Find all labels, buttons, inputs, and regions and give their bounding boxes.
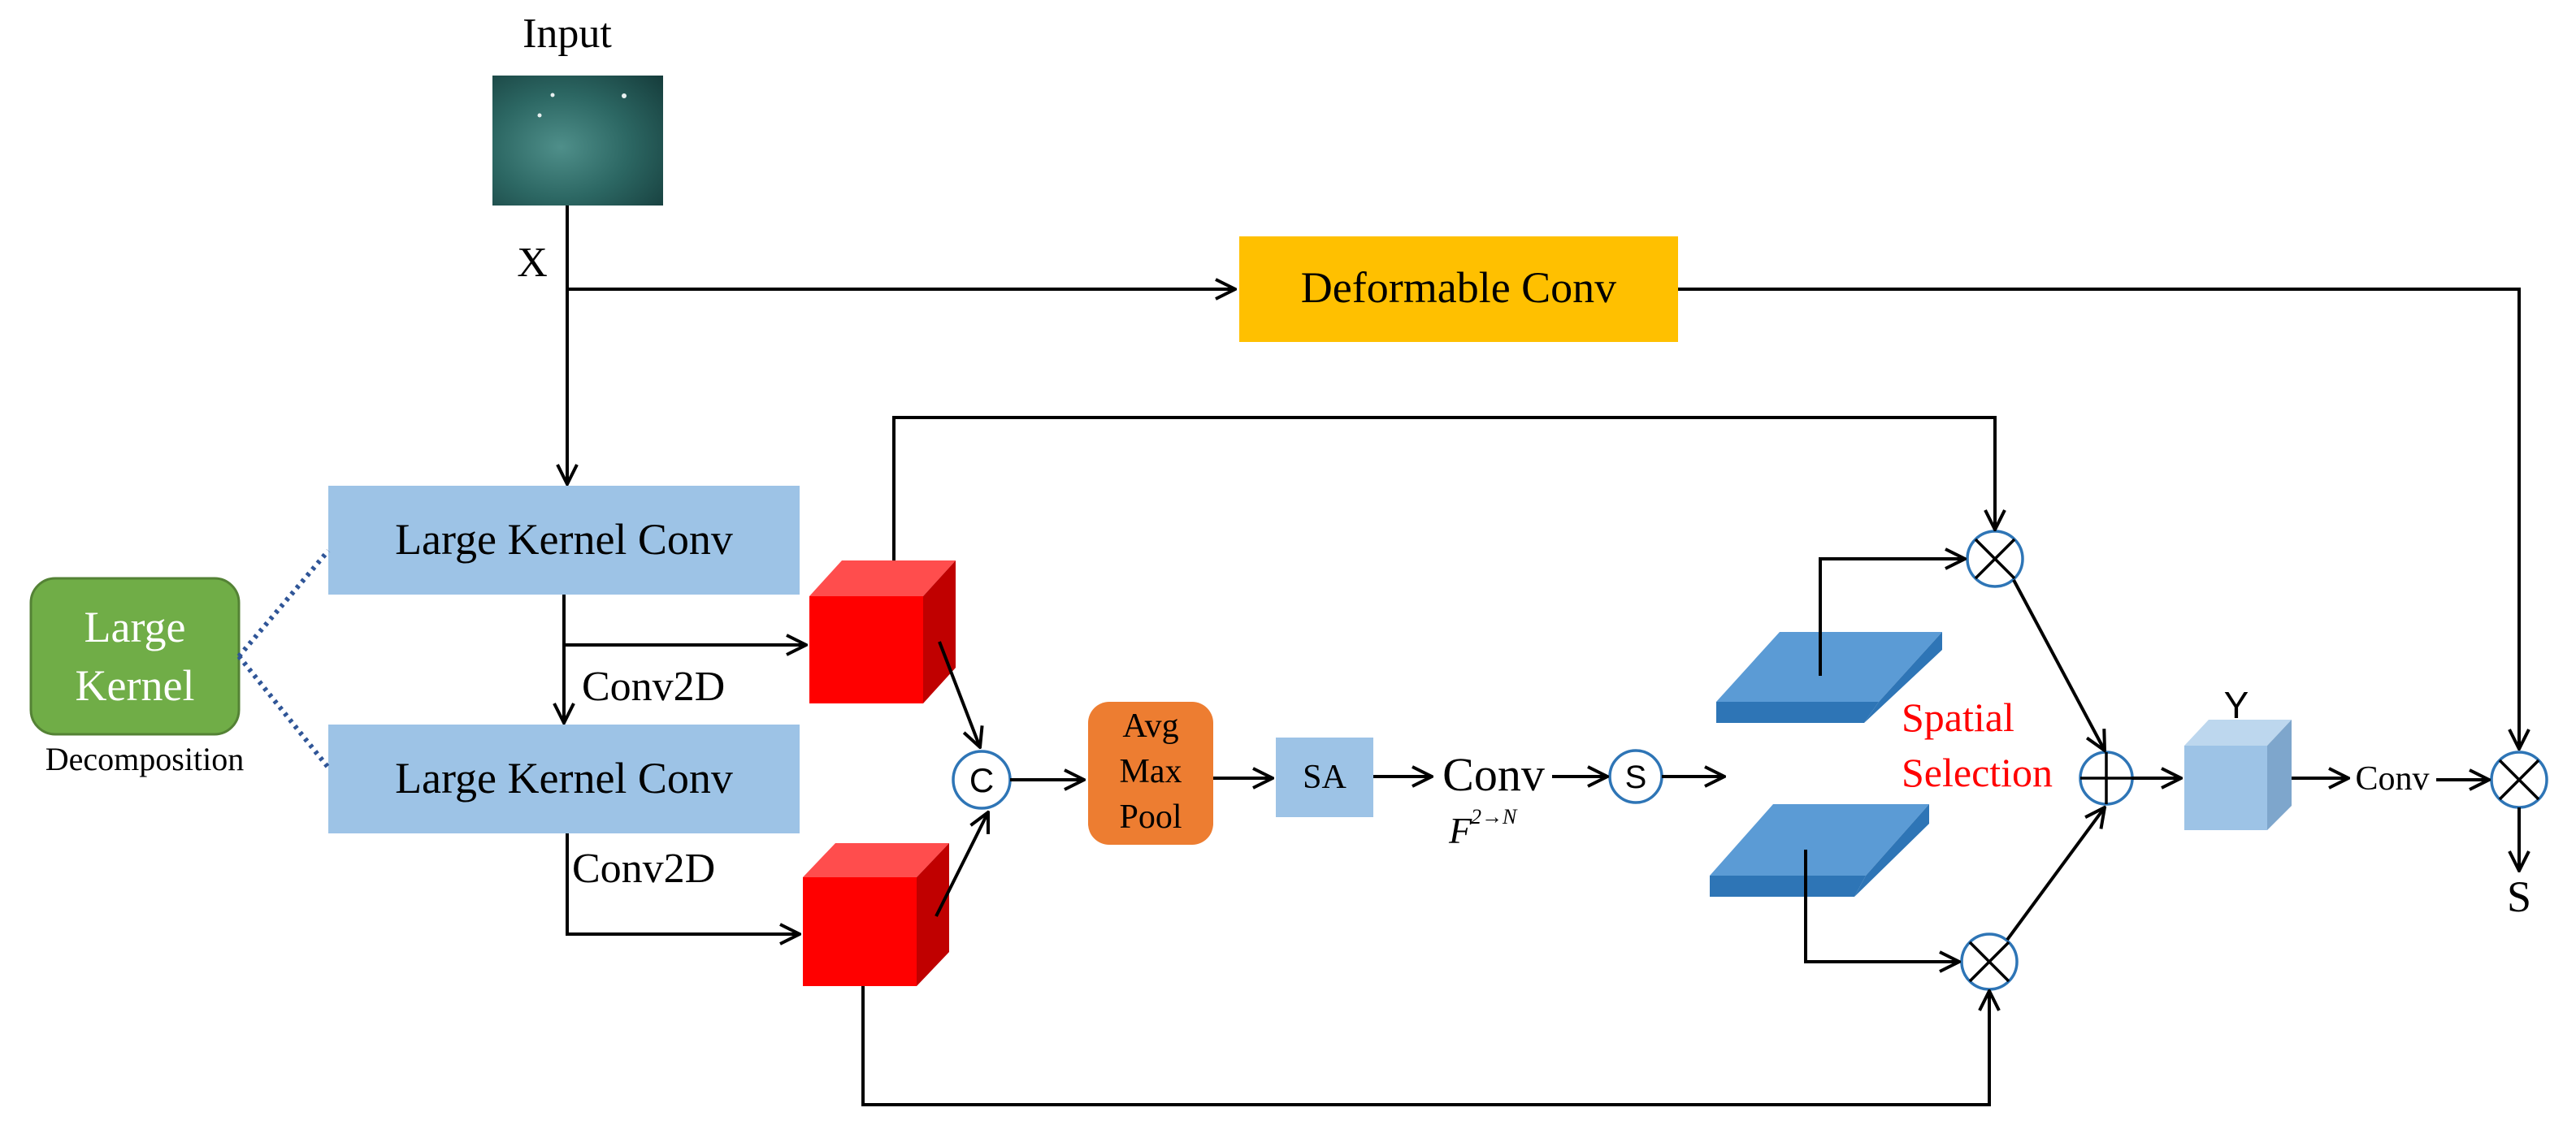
conv2d-label-1: Conv2D: [582, 664, 725, 710]
input-label: Input: [523, 11, 612, 57]
dotted-connectors: [236, 549, 331, 769]
pool-line3: Pool: [1119, 798, 1182, 836]
large-kernel-conv-label-2: Large Kernel Conv: [395, 754, 733, 803]
pool-line1: Avg: [1122, 707, 1178, 745]
pool-box: [1088, 702, 1213, 845]
conv-main-label: Conv: [1442, 748, 1545, 801]
plate-top: [1716, 632, 1942, 723]
red-cube-top: [809, 560, 956, 703]
plate-bottom: [1710, 804, 1929, 897]
add-icon: [2079, 751, 2134, 806]
large-kernel-conv-box-1: [328, 486, 800, 595]
multiply-top-icon: [1966, 530, 2024, 588]
large-kernel-line2: Kernel: [76, 661, 195, 710]
decomposition-label: Decomposition: [46, 741, 244, 777]
input-image: [492, 76, 663, 206]
sa-box: [1276, 738, 1373, 817]
multiply-final-icon: [2490, 751, 2548, 809]
multiply-bottom-icon: [1960, 932, 2019, 991]
large-kernel-box: [29, 577, 241, 736]
x-label: X: [517, 240, 548, 286]
deformable-conv-box: [1239, 236, 1678, 342]
y-cube: [2184, 720, 2292, 830]
sigmoid-label: S: [1625, 759, 1647, 795]
output-s-label: S: [2507, 872, 2531, 921]
concat-label: C: [969, 761, 994, 799]
large-kernel-conv-label-1: Large Kernel Conv: [395, 515, 733, 564]
large-kernel-line1: Large: [85, 603, 186, 651]
pool-line2: Max: [1120, 753, 1182, 790]
spatial-line2: Selection: [1902, 750, 2053, 795]
spatial-line1: Spatial: [1902, 694, 2014, 740]
connections: [564, 206, 2519, 1106]
conv-sup-label: 2→N: [1471, 805, 1518, 829]
conv2d-label-2: Conv2D: [572, 846, 715, 892]
y-label: Y: [2224, 684, 2249, 726]
large-kernel-conv-box-2: [328, 725, 800, 833]
conv-sub-label: F: [1448, 810, 1472, 851]
red-cube-bottom: [803, 843, 949, 986]
deformable-conv-label: Deformable Conv: [1301, 263, 1616, 312]
conv-small-label: Conv: [2355, 760, 2429, 798]
sa-label: SA: [1303, 759, 1347, 796]
